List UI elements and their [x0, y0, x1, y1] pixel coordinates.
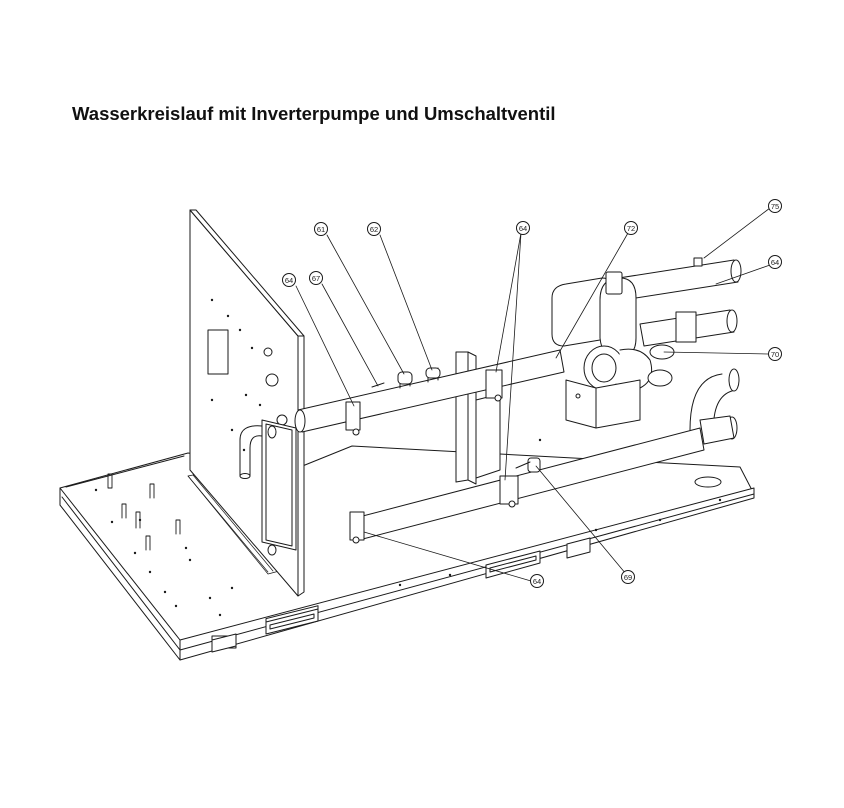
svg-text:70: 70: [771, 350, 779, 359]
upper-right-pipe: [605, 257, 742, 347]
page-title: Wasserkreislauf mit Inverterpumpe und Um…: [72, 103, 556, 124]
callout-70: 70: [768, 347, 782, 361]
callout-61: 61: [314, 222, 328, 236]
svg-text:64: 64: [519, 224, 527, 233]
svg-text:64: 64: [533, 577, 541, 586]
vertical-mounting-panel: [189, 209, 305, 597]
base-plate: [59, 438, 755, 661]
svg-text:67: 67: [312, 274, 320, 283]
callout-72: 72: [624, 221, 638, 235]
callout-64-bottom: 64: [530, 574, 544, 588]
svg-text:61: 61: [317, 225, 325, 234]
callout-67: 67: [309, 271, 323, 285]
callout-69: 69: [621, 570, 635, 584]
inverter-pump: [551, 271, 675, 429]
callout-64-right: 64: [768, 255, 782, 269]
callout-64-left: 64: [282, 273, 296, 287]
callout-leaders: [295, 207, 771, 582]
svg-text:62: 62: [370, 225, 378, 234]
svg-text:69: 69: [624, 573, 632, 582]
svg-text:64: 64: [285, 276, 293, 285]
callout-62: 62: [367, 222, 381, 236]
upper-pipe: [294, 349, 565, 436]
svg-text:75: 75: [771, 202, 779, 211]
lower-pipe: [349, 368, 740, 544]
svg-text:64: 64: [771, 258, 779, 267]
callout-75: 75: [768, 199, 782, 213]
svg-text:72: 72: [627, 224, 635, 233]
callout-64-top: 64: [516, 221, 530, 235]
